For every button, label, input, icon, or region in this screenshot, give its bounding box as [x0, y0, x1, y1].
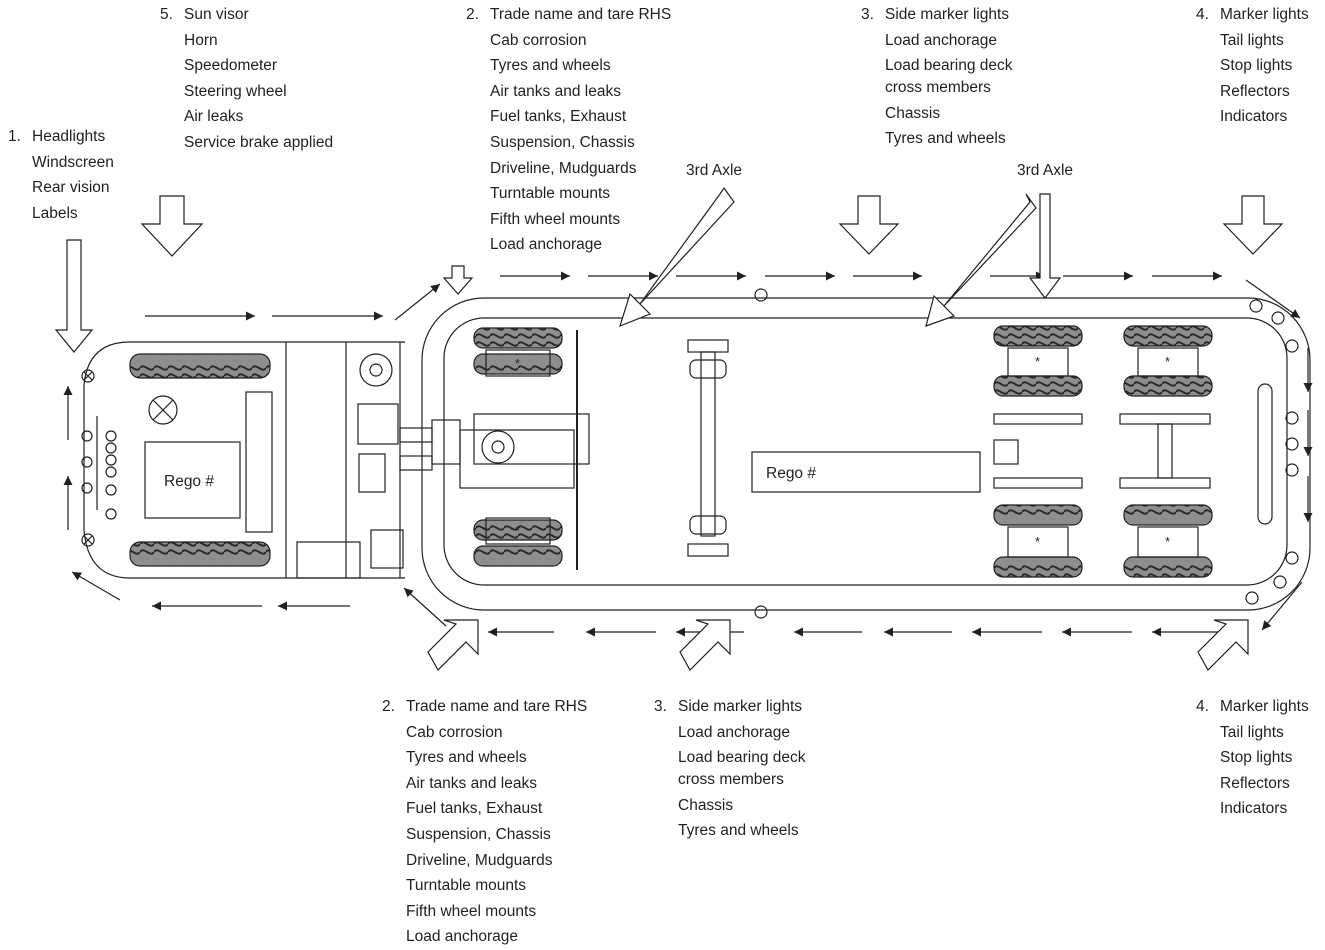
svg-text:*: * [1035, 534, 1040, 549]
checkpoint-item: Fuel tanks, Exhaust [490, 108, 627, 126]
svg-text:*: * [1165, 354, 1170, 369]
checkpoint-item: Horn [184, 31, 218, 49]
checkpoint-item: Load bearing deck [678, 749, 806, 767]
checkpoint-item: Windscreen [32, 153, 114, 171]
checkpoint-item: Tyres and wheels [490, 57, 611, 75]
checkpoint-item: Fifth wheel mounts [490, 210, 621, 228]
checkpoint-item: Tyres and wheels [885, 130, 1006, 148]
checkpoint-item: Suspension, Chassis [406, 825, 551, 843]
checkpoint-item: Tail lights [1220, 723, 1284, 741]
checkpoint-item: Marker lights [1220, 698, 1309, 715]
svg-text:*: * [515, 356, 520, 371]
checkpoint-item: Load anchorage [885, 31, 998, 49]
checkpoint-item: Stop lights [1220, 57, 1293, 75]
svg-text:*: * [1165, 534, 1170, 549]
checkpoint-item: Labels [32, 204, 78, 222]
checkpoint-item: Cab corrosion [406, 723, 503, 741]
checkpoint-item: Chassis [885, 104, 941, 122]
checkpoint-item: Driveline, Mudguards [490, 159, 637, 177]
checkpoint-item: Load anchorage [490, 236, 603, 254]
checkpoint-number: 4. [1196, 698, 1209, 715]
checkpoint-item: Air leaks [184, 108, 244, 126]
checkpoint-item: Chassis [678, 796, 734, 814]
checkpoint-item: Tail lights [1220, 31, 1284, 49]
prime-mover-plate: Rego # [164, 473, 214, 490]
checkpoint-item: Sun visor [184, 6, 249, 23]
checkpoint-item: Tyres and wheels [406, 749, 527, 767]
checkpoint-item: Driveline, Mudguards [406, 851, 553, 869]
checkpoint-number: 1. [8, 128, 21, 145]
checkpoint-item: Trade name and tare RHS [490, 6, 672, 23]
checkpoint-item: Air tanks and leaks [490, 82, 621, 100]
trailer-plate: Rego # [766, 465, 816, 482]
axle-label-right: 3rd Axle [1017, 162, 1074, 179]
checkpoint-item: Load anchorage [406, 928, 519, 946]
walkaround-arrows [63, 271, 1313, 637]
checkpoint-item: Stop lights [1220, 749, 1293, 767]
checkpoint-item: Cab corrosion [490, 31, 587, 49]
trailer [421, 288, 1311, 619]
checkpoint-item: Steering wheel [184, 82, 287, 100]
checkpoint-item: Reflectors [1220, 82, 1290, 100]
checkpoint-item: Load anchorage [678, 723, 791, 741]
checkpoint-item: Speedometer [184, 57, 278, 75]
svg-text:*: * [515, 523, 520, 538]
checkpoint-number: 3. [654, 698, 667, 715]
checkpoint-item: Turntable mounts [490, 185, 611, 203]
checkpoint-item: Marker lights [1220, 6, 1309, 23]
checkpoint-item: Trade name and tare RHS [406, 698, 588, 715]
checkpoint-item: Reflectors [1220, 774, 1290, 792]
checkpoint-item: Service brake applied [184, 133, 334, 151]
checkpoint-item: Suspension, Chassis [490, 133, 635, 151]
checkpoint-number: 2. [382, 698, 395, 715]
wheel-hub-markers: * * * * * * [515, 354, 1170, 549]
checkpoint-item: Air tanks and leaks [406, 774, 537, 792]
checkpoint-item: Fuel tanks, Exhaust [406, 800, 543, 818]
checkpoint-item: Tyres and wheels [678, 822, 799, 840]
checkpoint-item: Indicators [1220, 108, 1288, 126]
checkpoint-item: cross members [678, 771, 784, 789]
checkpoint-number: 4. [1196, 6, 1209, 23]
checkpoint-number: 2. [466, 6, 479, 23]
checkpoint-item: Indicators [1220, 800, 1288, 818]
svg-text:*: * [1035, 354, 1040, 369]
checkpoint-item: cross members [885, 79, 991, 97]
checkpoint-pointers [54, 186, 1284, 671]
checkpoint-item: Side marker lights [885, 6, 1010, 23]
checkpoint-item: Turntable mounts [406, 877, 527, 895]
checkpoint-number: 3. [861, 6, 874, 23]
checkpoint-item: Rear vision [32, 179, 110, 197]
checkpoint-item: Headlights [32, 128, 106, 145]
axle-label-left: 3rd Axle [686, 162, 743, 179]
prime-mover [81, 341, 433, 579]
checkpoint-number: 5. [160, 6, 173, 23]
checkpoint-item: Load bearing deck [885, 57, 1013, 75]
checkpoint-item: Side marker lights [678, 698, 803, 715]
checkpoint-item: Fifth wheel mounts [406, 902, 537, 920]
